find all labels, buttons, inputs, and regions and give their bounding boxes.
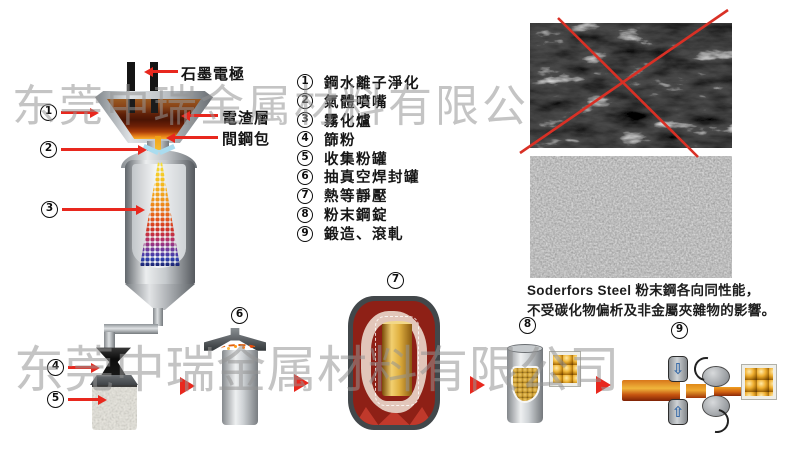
mill-roll-top: [702, 366, 730, 387]
hip-billet-cylinder: [382, 324, 412, 396]
ingot-top-ellipse: [507, 344, 543, 353]
micrograph-powder-steel: [530, 156, 732, 278]
legend-num-2: 2: [297, 93, 313, 110]
callout-4-arrow-icon: [68, 366, 92, 369]
micrograph-segregated-steel: [530, 23, 732, 148]
legend-item-4: 4 篩粉: [297, 130, 420, 149]
legend-item-1: 1 鋼水離子淨化: [297, 73, 420, 92]
flow-arrow-3-icon: [470, 376, 485, 394]
callout-9: 9: [671, 322, 688, 339]
legend-label-9: 鍛造、滾軋: [324, 227, 404, 244]
press-die-bottom: ⇧: [668, 399, 688, 425]
weld-seam-sparks: [221, 344, 258, 353]
hot-bar-thick: [622, 380, 680, 401]
canister-cylinder: [222, 350, 258, 425]
molten-stream: [155, 136, 161, 160]
legend-label-2: 氣體噴嘴: [324, 94, 388, 111]
pipe-vertical-upper: [153, 308, 163, 326]
hip-pressure-dashes: [375, 316, 419, 406]
callout-3-arrow-icon: [62, 208, 137, 211]
callout-5: 5: [47, 391, 64, 408]
slag-label: 電渣層: [222, 111, 271, 127]
flow-arrow-1-icon: [180, 377, 195, 395]
callout-1: 1: [40, 104, 57, 121]
legend-item-5: 5 收集粉罐: [297, 149, 420, 168]
grain-inset-9: [741, 364, 777, 400]
slag-label-arrow-icon: [189, 114, 218, 117]
rejected-cross-icon: [519, 8, 729, 158]
sieve-unit: [96, 347, 131, 377]
callout-3: 3: [41, 201, 58, 218]
callout-7: 7: [387, 272, 404, 289]
legend-label-5: 收集粉罐: [324, 151, 388, 168]
callout-8: 8: [519, 317, 536, 334]
legend-num-5: 5: [297, 150, 313, 166]
legend-num-1: 1: [297, 74, 313, 91]
callout-2-arrow-icon: [61, 148, 139, 151]
tundish-label-arrow-icon: [174, 136, 218, 139]
callout-2: 2: [40, 141, 57, 158]
electrode-stub-left: [128, 99, 135, 113]
graphite-electrode-right: [150, 62, 158, 114]
callout-6: 6: [231, 307, 248, 324]
ingot-cutaway-window: [511, 366, 540, 403]
legend-num-7: 7: [297, 187, 313, 204]
electrode-label-arrow-icon: [152, 70, 178, 73]
legend-label-1: 鋼水離子淨化: [324, 75, 420, 92]
tower-cone-funnel: [125, 284, 195, 310]
legend-num-3: 3: [297, 112, 313, 129]
legend-label-3: 霧化爐: [324, 113, 372, 130]
callout-1-arrow-icon: [61, 111, 91, 114]
press-die-top: ⇩: [668, 356, 688, 382]
legend-item-7: 7 熱等靜壓: [297, 186, 420, 205]
hot-bar-mid: [686, 384, 706, 398]
collector-shoulder: [90, 375, 138, 385]
legend-num-8: 8: [297, 206, 313, 223]
callout-4: 4: [47, 359, 64, 376]
graphite-electrode-left: [127, 62, 135, 114]
electrode-label: 石墨電極: [181, 67, 246, 83]
legend-item-9: 9 鍛造、滾軋: [297, 224, 420, 243]
legend-item-3: 3 霧化爐: [297, 111, 420, 130]
powder-collector-can: [92, 385, 137, 430]
spark-dot: [234, 345, 237, 348]
legend-item-2: 2 氣體噴嘴: [297, 92, 420, 111]
legend-label-8: 粉末鋼錠: [324, 208, 388, 225]
legend-label-6: 抽真空焊封罐: [324, 170, 420, 187]
legend-num-6: 6: [297, 168, 313, 185]
pipe-vertical-lower: [104, 332, 115, 349]
process-legend: 1 鋼水離子淨化 2 氣體噴嘴 3 霧化爐 4 篩粉 5 收集粉罐 6 抽真空焊封罐 7 熱等…: [297, 73, 420, 243]
legend-item-8: 8 粉末鋼錠: [297, 205, 420, 224]
flow-arrow-4-icon: [596, 376, 611, 394]
hot-bar-thin: [714, 387, 745, 396]
legend-label-7: 熱等靜壓: [324, 189, 388, 206]
powder-speckle-texture: [92, 387, 137, 430]
electrode-stub-right: [151, 99, 158, 113]
pipe-horizontal: [104, 324, 158, 334]
caption-line-1: Soderfors Steel 粉末鋼各向同性能，: [527, 283, 760, 298]
callout-5-arrow-icon: [68, 398, 99, 401]
legend-num-4: 4: [297, 131, 313, 148]
legend-num-9: 9: [297, 225, 313, 242]
legend-label-4: 篩粉: [324, 132, 356, 149]
flow-arrow-2-icon: [294, 374, 309, 392]
powder-inset-8: [549, 351, 581, 387]
legend-item-6: 6 抽真空焊封罐: [297, 167, 420, 186]
watermark-top: 东莞中瑞金属材料有限公司: [12, 82, 532, 131]
caption-line-2: 不受碳化物偏析及非金屬夾雜物的影響。: [527, 303, 776, 318]
tundish-label: 間鋼包: [222, 132, 271, 148]
